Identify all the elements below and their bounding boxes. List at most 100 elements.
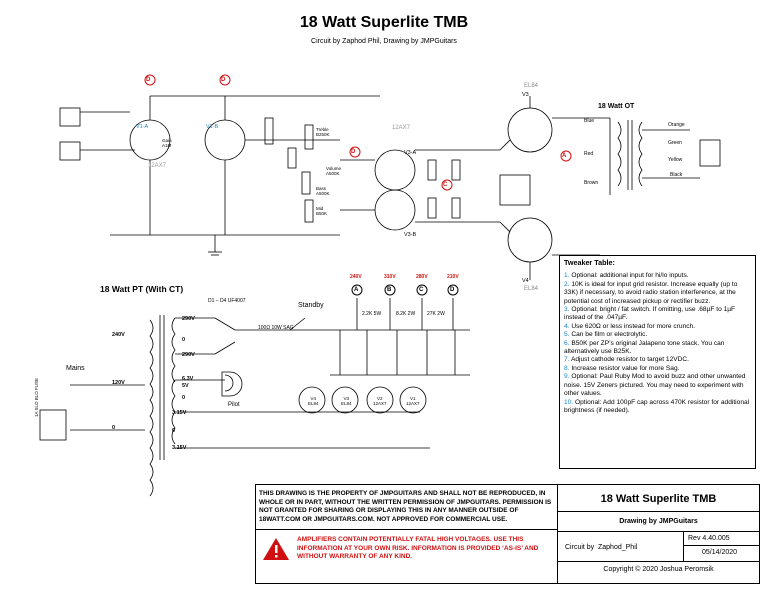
ot-yellow: Yellow xyxy=(668,157,683,163)
tweaker-item: 9. Optional: Paul Ruby Mod to avoid buzz… xyxy=(564,373,751,398)
tag-el84-1: EL84 xyxy=(524,83,539,89)
diode-label: D1 – D4 UF4007 xyxy=(208,298,246,304)
tap-0-b: 0 xyxy=(112,425,116,431)
tap-0-c: 0 xyxy=(182,395,186,401)
pilot-label: Pilot xyxy=(228,402,240,408)
tb-div-1 xyxy=(557,511,760,512)
ot-black: Black xyxy=(670,172,683,178)
tweaker-item-text: Optional: bright / fat switch. If omitti… xyxy=(564,306,736,322)
voltage-c: 280V xyxy=(416,274,428,280)
tweaker-item-text: Can be film or electrolytic. xyxy=(571,331,648,339)
voltage-b: 310V xyxy=(384,274,396,280)
tap-290-b: 290V xyxy=(182,352,195,358)
stage-a: A xyxy=(354,287,359,293)
tweaker-item: 10. Optional: Add 100pF cap across 470K … xyxy=(564,399,751,416)
tweaker-heading: Tweaker Table: xyxy=(564,258,615,267)
ot-red: Red xyxy=(584,151,594,157)
heater-v1: V1 12AX7 xyxy=(406,396,420,406)
tweaker-item-text: 10K is ideal for input grid resistor. In… xyxy=(564,280,738,305)
warning-icon xyxy=(263,538,289,560)
mains-label: Mains xyxy=(66,365,85,372)
tb-div-5 xyxy=(557,561,760,562)
tweaker-item-number: 2. xyxy=(564,280,570,288)
heater-v3: V3 EL84 xyxy=(341,396,352,406)
tube-12ax7-2: 12AX7 xyxy=(392,125,411,131)
pot-volume: Volume A500K xyxy=(326,166,342,176)
tweaker-item: 6. B50K per ZP’s original Jalapeno tone … xyxy=(564,340,751,357)
tap-120: 120V xyxy=(112,380,125,386)
tb-div-4 xyxy=(683,545,760,546)
tweaker-item-text: Optional: additional input for hi/lo inp… xyxy=(571,272,689,280)
page-title: 18 Watt Superlite TMB xyxy=(299,14,469,31)
rail-r2: 8.2K 2W xyxy=(396,311,416,317)
tweaker-item-text: Adjust cathode resistor to target 12VDC. xyxy=(570,356,689,364)
tb-div-2 xyxy=(557,531,760,532)
tweaker-item: 5. Can be film or electrolytic. xyxy=(564,331,751,339)
warning-text: AMPLIFIERS CONTAIN POTENTIALLY FATAL HIG… xyxy=(297,536,539,561)
tap-240: 240V xyxy=(112,332,125,338)
tb-name: 18 Watt Superlite TMB xyxy=(600,493,717,505)
fuse-label: 1A SLO BLO FUSE xyxy=(34,378,39,418)
tweaker-item-text: Optional: Paul Ruby Mod to avoid buzz an… xyxy=(564,373,746,398)
pot-gain: Gain A1M xyxy=(162,138,172,148)
heater-v2: V2 12AX7 xyxy=(373,396,387,406)
tweaker-item-number: 1. xyxy=(564,272,570,280)
ot-green: Green xyxy=(668,140,682,146)
tweaker-item: 1. Optional: additional input for hi/lo … xyxy=(564,272,751,280)
node-c-1: C xyxy=(443,182,448,188)
heater-v4: V4 EL84 xyxy=(308,396,319,406)
pt-title: 18 Watt PT (With CT) xyxy=(100,284,184,294)
title-block xyxy=(255,484,760,584)
tag-el84-2: EL84 xyxy=(524,286,539,292)
tap-3v15-b: 3.15V xyxy=(172,445,187,451)
tweaker-item: 8. Increase resistor value for more Sag. xyxy=(564,365,751,373)
pot-treble: Treble B250K xyxy=(316,127,330,137)
rail-r3: 27K 2W xyxy=(427,311,445,317)
stage-c: C xyxy=(419,287,424,293)
ot-orange: Orange xyxy=(668,122,685,128)
tb-date: 05/14/2020 xyxy=(702,549,738,556)
node-d-2: D xyxy=(221,77,226,83)
tweaker-item-text: Use 620Ω or less instead for more crunch… xyxy=(571,322,696,330)
tb-drawing-by: Drawing by JMPGuitars xyxy=(619,518,698,525)
tweaker-item-text: B50K per ZP’s original Jalapeno tone sta… xyxy=(564,339,725,356)
ot-blue: Blue xyxy=(584,118,595,124)
tap-290-a: 290V xyxy=(182,316,195,322)
voltage-d: 210V xyxy=(447,274,459,280)
tube-v3a: V3-A xyxy=(404,150,417,156)
tube-v3: V3 xyxy=(522,92,529,98)
tap-3v15-a: 3.15V xyxy=(172,410,187,416)
tweaker-item-text: Increase resistor value for more Sag. xyxy=(571,364,680,372)
tweaker-item: 7. Adjust cathode resistor to target 12V… xyxy=(564,356,751,364)
tb-copyright: Copyright © 2020 Joshua Peromsik xyxy=(603,566,714,573)
tweaker-item: 4. Use 620Ω or less instead for more cru… xyxy=(564,323,751,331)
tweaker-item-number: 3. xyxy=(564,306,570,314)
standby-label: Standby xyxy=(298,302,324,309)
tweaker-items: 1. Optional: additional input for hi/lo … xyxy=(564,272,751,415)
tube-v1b: V1-B xyxy=(206,124,219,130)
ot-brown: Brown xyxy=(584,180,599,186)
tb-circuit-author: Zaphod_Phil xyxy=(598,544,638,551)
tweaker-item: 3. Optional: bright / fat switch. If omi… xyxy=(564,306,751,323)
tb-circuit-by: Circuit by xyxy=(565,544,595,551)
tb-div-3 xyxy=(683,531,684,561)
tap-0-d: 0 xyxy=(172,428,176,434)
tweaker-item-number: 9. xyxy=(564,373,570,381)
ot-title: 18 Watt OT xyxy=(598,103,635,110)
tap-5v: 5V xyxy=(182,383,189,389)
tweaker-item-number: 7. xyxy=(564,356,570,364)
pot-mid: Mid B50K xyxy=(316,206,328,216)
title-block-right xyxy=(557,484,761,584)
tweaker-table: Tweaker Table: 1. Optional: additional i… xyxy=(559,255,756,469)
tweaker-item-number: 5. xyxy=(564,331,570,339)
pot-bass: Bass A500K xyxy=(316,186,330,196)
tap-0-a: 0 xyxy=(182,337,186,343)
tweaker-item-number: 10. xyxy=(564,398,574,406)
tweaker-item-number: 8. xyxy=(564,364,570,372)
tube-12ax7-1: 12AX7 xyxy=(148,163,167,169)
tube-v4: V4 xyxy=(522,278,529,284)
tweaker-item-number: 4. xyxy=(564,322,570,330)
tube-v1a: V1-A xyxy=(136,124,149,130)
stage-b: B xyxy=(387,287,392,293)
